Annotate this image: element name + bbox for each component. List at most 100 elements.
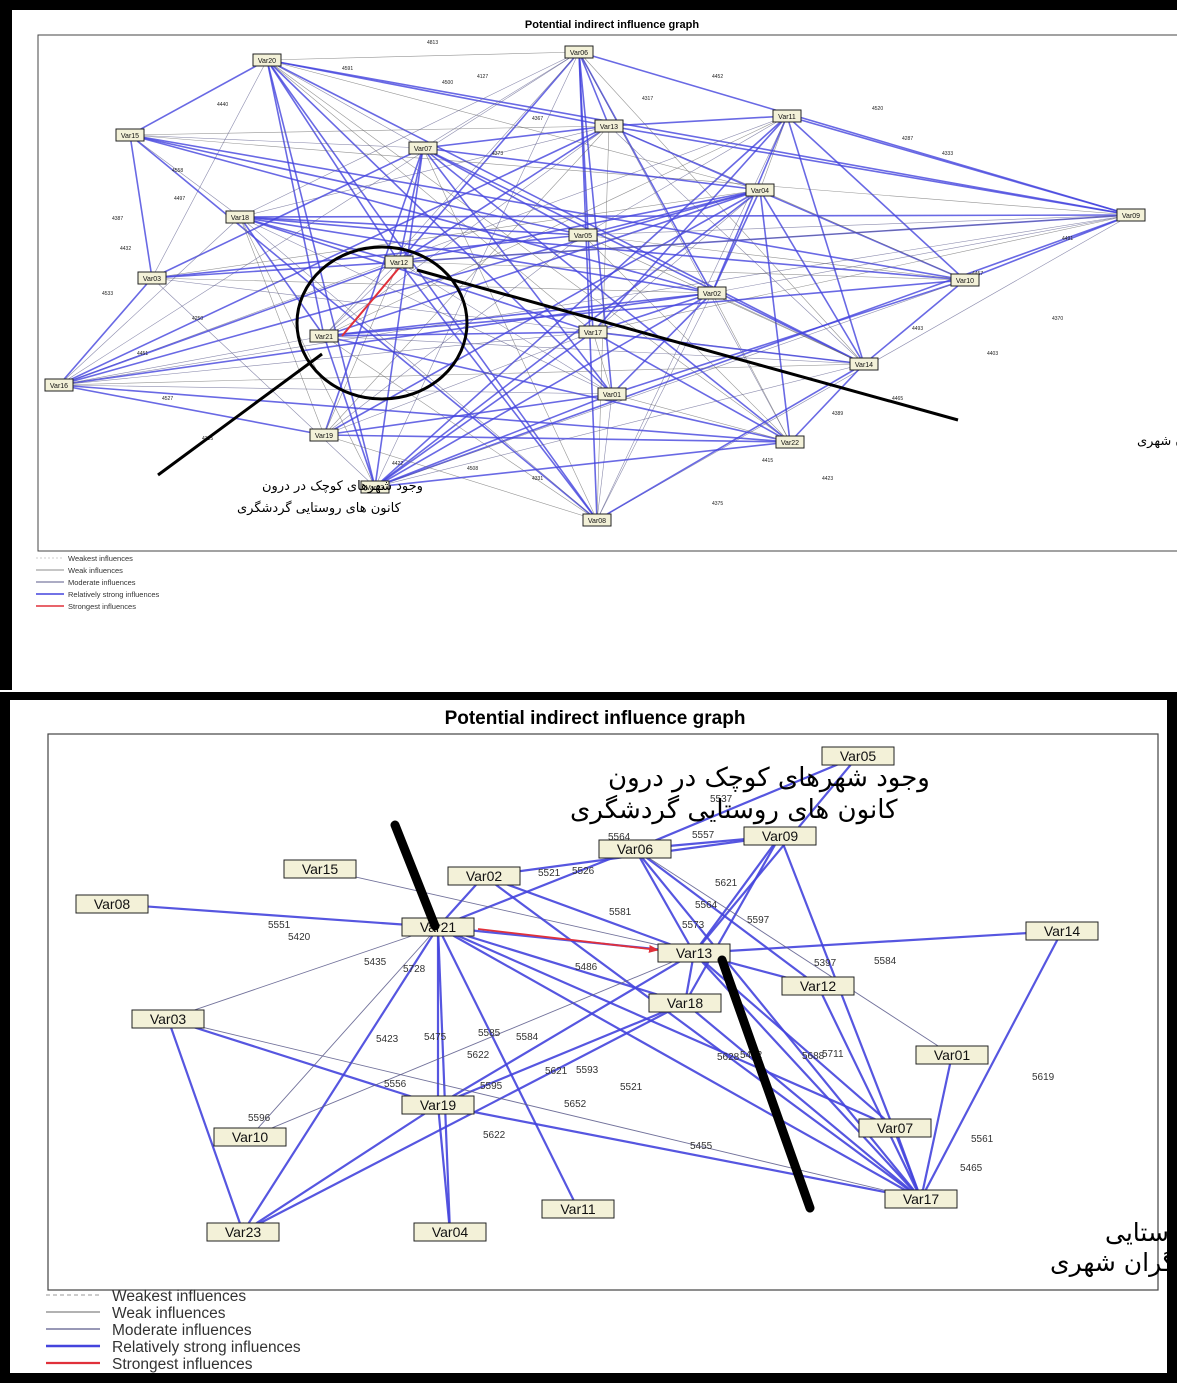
node-var06: Var06	[564, 45, 594, 59]
influence-edge-var06-var17	[634, 848, 922, 1200]
node-label: Var22	[781, 440, 799, 447]
influence-edge	[129, 134, 153, 279]
node-var11: Var11	[772, 109, 802, 123]
influence-edge	[151, 59, 268, 279]
node-var18: Var18	[225, 210, 255, 224]
influence-edge	[58, 331, 594, 386]
influence-edge	[592, 331, 865, 365]
node-var14: Var14	[849, 357, 879, 371]
node-var10: Var10	[213, 1127, 287, 1147]
influence-edge	[323, 125, 610, 436]
influence-edge	[151, 147, 424, 279]
edge-label: 4440	[217, 102, 228, 108]
nodes: Var20Var06Var11Var15Var13Var07Var04Var09…	[44, 45, 1146, 527]
edge-label: 5595	[480, 1081, 503, 1092]
influence-edge-var18-var09	[684, 835, 781, 1004]
influence-edge	[596, 393, 613, 521]
node-var04: Var04	[413, 1222, 487, 1242]
edge-label: 5455	[690, 1141, 713, 1152]
influence-edge	[323, 292, 713, 337]
influence-edge-var19-var23	[242, 1104, 439, 1233]
graph-frame	[37, 34, 1177, 552]
graph-title: Potential indirect influence graph	[445, 708, 746, 729]
influence-edge	[398, 125, 610, 263]
edge-label: 4317	[642, 96, 653, 102]
influence-edge	[759, 189, 791, 443]
node-var03: Var03	[137, 271, 167, 285]
influence-edge	[422, 125, 610, 149]
annotation-left-line1: وجود شهرهای کوچک در درون	[262, 479, 423, 494]
node-var08: Var08	[582, 513, 612, 527]
influence-edge	[266, 51, 580, 61]
influence-edge	[323, 234, 584, 436]
edge-label: 5652	[564, 1099, 587, 1110]
influence-edge	[596, 292, 713, 521]
annotation-left-line2: کانون های روستایی گردشگری	[237, 500, 402, 516]
node-label: Var02	[703, 291, 721, 298]
edge-label: 4452	[712, 74, 723, 80]
influence-edge-var21-var08	[111, 900, 439, 929]
influence-edge-var18-var19	[437, 1001, 686, 1107]
influence-edge	[578, 51, 610, 127]
node-label: Var09	[1122, 213, 1140, 220]
node-label: Var03	[150, 1011, 187, 1027]
node-label: Var19	[420, 1097, 457, 1113]
influence-edge-var21-var07	[437, 925, 896, 1130]
node-label: Var18	[231, 215, 249, 222]
influence-edge	[58, 335, 325, 386]
influence-edge-var13-var19	[437, 952, 695, 1106]
influence-edge	[786, 115, 1132, 216]
node-var13: Var13	[594, 119, 624, 133]
influence-edge	[129, 134, 1132, 216]
influence-edge	[129, 134, 241, 218]
edge-label: 4422	[392, 461, 403, 467]
influence-edge	[398, 261, 613, 395]
influence-edge	[323, 51, 580, 337]
influence-edge	[398, 214, 1132, 263]
influence-edge	[58, 384, 613, 395]
strongest-edge	[341, 267, 400, 337]
node-label: Var16	[50, 383, 68, 390]
node-label: Var03	[143, 276, 161, 283]
edge-label: 5551	[268, 920, 291, 931]
node-var16: Var16	[44, 378, 74, 392]
influence-edge	[58, 261, 400, 386]
influence-edge	[374, 115, 788, 488]
influence-edge	[398, 261, 966, 281]
legend-item: Strongest influences	[112, 1356, 253, 1373]
legend-item: Moderate influences	[112, 1322, 252, 1339]
influence-edge	[592, 331, 791, 443]
influence-edge-var03-var23	[166, 1018, 245, 1233]
influence-edge	[239, 216, 584, 236]
edge-label: 5573	[682, 920, 705, 931]
edge-label: 5619	[1032, 1072, 1055, 1083]
influence-edge	[374, 441, 791, 488]
edge-label: 5621	[715, 878, 738, 889]
node-var09: Var09	[1116, 208, 1146, 222]
node-label: Var07	[877, 1120, 914, 1136]
node-var07: Var07	[858, 1118, 932, 1138]
edge-label: 5526	[572, 866, 595, 877]
edge-label: 5435	[364, 957, 387, 968]
edge-label: 5397	[814, 958, 837, 969]
influence-edge-var09-var17	[778, 835, 923, 1200]
influence-edge	[129, 134, 584, 236]
influence-edge-var06-var12	[634, 848, 819, 987]
edge-label: 5465	[960, 1163, 983, 1174]
node-label: Var12	[800, 978, 837, 994]
influence-edge	[374, 147, 424, 488]
node-label: Var18	[667, 995, 704, 1011]
edge-label: 4533	[102, 291, 113, 297]
influence-edge	[789, 363, 865, 443]
influence-edge	[323, 261, 400, 337]
influence-edge-var19-var17	[437, 1103, 922, 1202]
legend-item: Weak influences	[68, 566, 123, 575]
annotation-left-line2: کانون های روستایی گردشگری	[570, 794, 898, 825]
edge-label: 4387	[112, 216, 123, 222]
influence-edge-var03-var21	[167, 926, 439, 1020]
annotation-right-line2: به گردشگران شهری	[1050, 1248, 1167, 1278]
edge-label: 4491	[1062, 236, 1073, 242]
influence-edge	[129, 134, 598, 521]
edge-labels: 4813459145004127444045584497438744324533…	[102, 40, 1073, 507]
influence-edge	[151, 189, 761, 279]
